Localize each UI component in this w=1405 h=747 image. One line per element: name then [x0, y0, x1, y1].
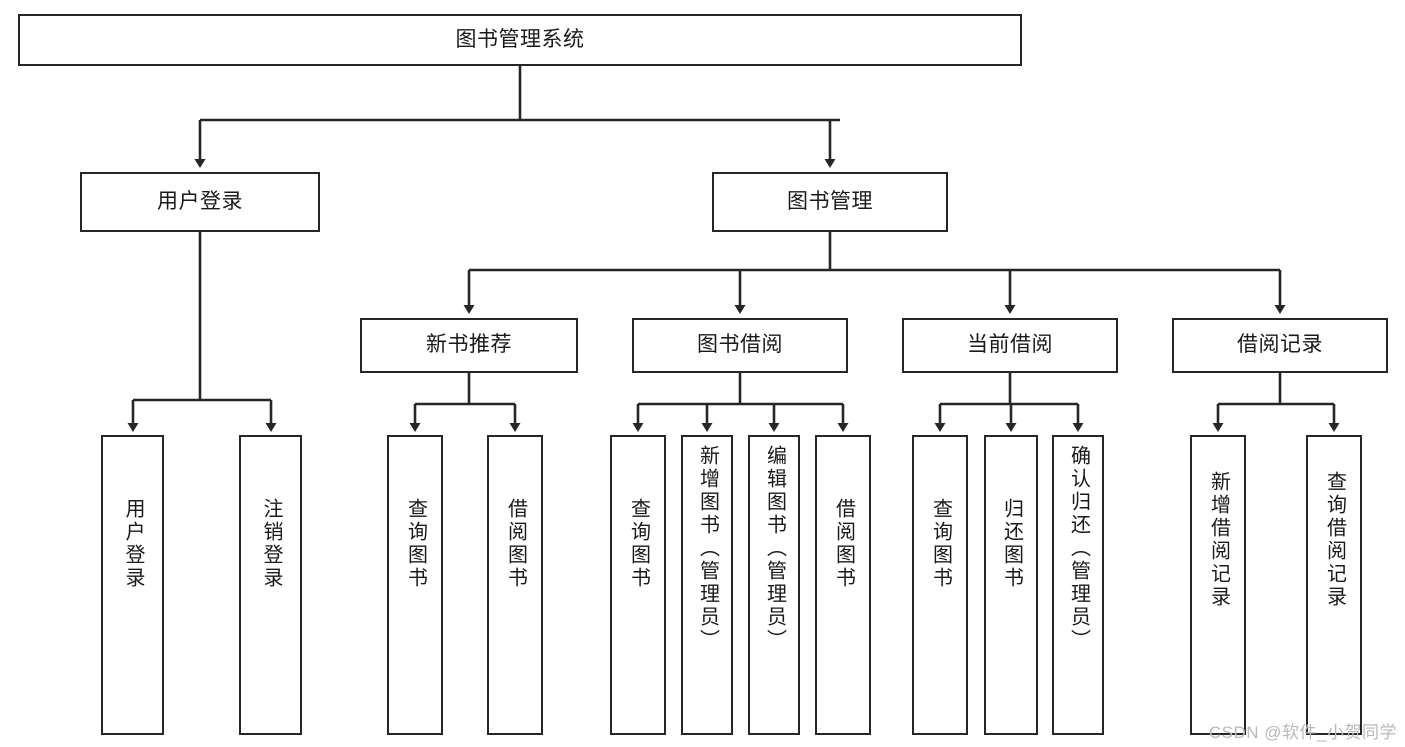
leaf-confirm-return-admin-label: 确认归还（管理员） — [1067, 445, 1090, 652]
leaf-add-book-admin-label: 新增图书（管理员） — [696, 445, 719, 652]
leaf-user-login-label: 用户登录 — [122, 498, 144, 590]
node-book-management[interactable]: 图书管理 — [712, 172, 948, 232]
node-root[interactable]: 图书管理系统 — [18, 14, 1022, 66]
leaf-query-borrow-record[interactable]: 查询借阅记录 — [1306, 435, 1362, 735]
leaf-query-borrow-record-label: 查询借阅记录 — [1323, 471, 1346, 609]
leaf-user-login[interactable]: 用户登录 — [101, 435, 164, 735]
leaf-query-book-borrow-label: 查询图书 — [627, 498, 650, 590]
node-current-borrow-label: 当前借阅 — [967, 333, 1053, 357]
node-book-borrow-label: 图书借阅 — [697, 333, 783, 357]
node-book-management-label: 图书管理 — [787, 189, 873, 213]
leaf-query-book-current[interactable]: 查询图书 — [912, 435, 968, 735]
leaf-add-book-admin[interactable]: 新增图书（管理员） — [681, 435, 733, 735]
node-new-book-recommend[interactable]: 新书推荐 — [360, 318, 578, 373]
leaf-borrow-book-recommend-label: 借阅图书 — [504, 498, 527, 590]
leaf-logout-label: 注销登录 — [260, 498, 282, 590]
leaf-add-borrow-record[interactable]: 新增借阅记录 — [1190, 435, 1246, 735]
node-new-book-recommend-label: 新书推荐 — [426, 333, 512, 357]
leaf-return-book[interactable]: 归还图书 — [984, 435, 1038, 735]
leaf-add-borrow-record-label: 新增借阅记录 — [1207, 471, 1230, 609]
leaf-query-book-borrow[interactable]: 查询图书 — [610, 435, 666, 735]
leaf-return-book-label: 归还图书 — [1000, 498, 1023, 590]
leaf-lend-book-label: 借阅图书 — [832, 498, 855, 590]
leaf-query-book-recommend[interactable]: 查询图书 — [387, 435, 443, 735]
leaf-lend-book[interactable]: 借阅图书 — [815, 435, 871, 735]
leaf-query-book-current-label: 查询图书 — [929, 498, 952, 590]
node-borrow-record[interactable]: 借阅记录 — [1172, 318, 1388, 373]
leaf-logout[interactable]: 注销登录 — [239, 435, 302, 735]
leaf-edit-book-admin[interactable]: 编辑图书（管理员） — [748, 435, 800, 735]
node-root-label: 图书管理系统 — [455, 27, 585, 51]
leaf-edit-book-admin-label: 编辑图书（管理员） — [763, 445, 786, 652]
leaf-query-book-recommend-label: 查询图书 — [404, 498, 427, 590]
node-book-borrow[interactable]: 图书借阅 — [632, 318, 848, 373]
node-user-login-label: 用户登录 — [157, 189, 243, 213]
watermark: CSDN @软件_小贺同学 — [1208, 723, 1397, 742]
node-current-borrow[interactable]: 当前借阅 — [902, 318, 1118, 373]
node-user-login[interactable]: 用户登录 — [80, 172, 320, 232]
leaf-borrow-book-recommend[interactable]: 借阅图书 — [487, 435, 543, 735]
node-borrow-record-label: 借阅记录 — [1237, 333, 1323, 357]
leaf-confirm-return-admin[interactable]: 确认归还（管理员） — [1052, 435, 1104, 735]
